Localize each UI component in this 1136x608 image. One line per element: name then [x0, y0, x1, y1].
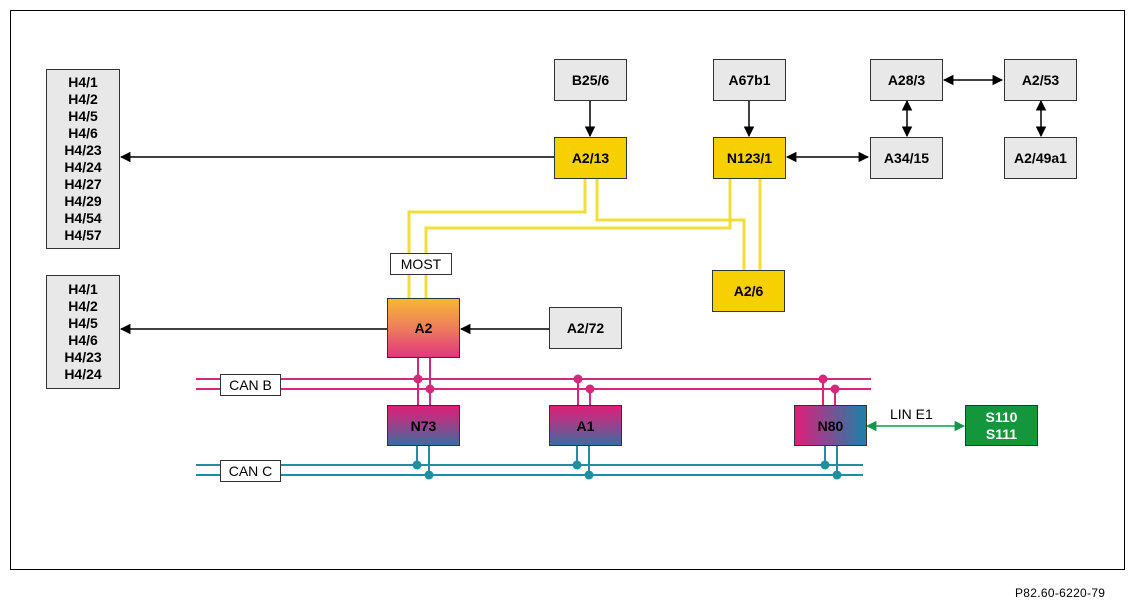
list-item: H4/29 — [64, 193, 102, 209]
most-line-a — [424, 178, 732, 298]
can-c-node — [572, 460, 582, 470]
component-a2: A2 — [387, 298, 460, 358]
list-item: H4/5 — [68, 108, 98, 124]
figure-reference: P82.60-6220-79 — [1015, 586, 1106, 600]
list-item: H4/23 — [64, 349, 102, 365]
component-s110: S110 — [985, 408, 1018, 425]
list-item: H4/57 — [64, 227, 102, 243]
component-a2-13: A2/13 — [554, 137, 627, 179]
list-item: H4/1 — [68, 281, 98, 297]
most-bus-label: MOST — [390, 253, 452, 275]
can-b-node — [818, 374, 828, 384]
can-b-node — [573, 374, 583, 384]
can-b-node — [413, 374, 423, 384]
list-item: H4/6 — [68, 332, 98, 348]
component-b25-6: B25/6 — [554, 59, 627, 101]
output-list-upper: H4/1 H4/2 H4/5 H4/6 H4/23 H4/24 H4/27 H4… — [46, 69, 120, 249]
lin-e1-label: LIN E1 — [890, 406, 933, 422]
list-item: H4/2 — [68, 91, 98, 107]
can-c-node — [584, 470, 594, 480]
can-c-label: CAN C — [220, 460, 281, 482]
can-b-node — [425, 384, 435, 394]
component-n73: N73 — [387, 405, 460, 446]
output-list-lower: H4/1 H4/2 H4/5 H4/6 H4/23 H4/24 — [46, 275, 120, 389]
can-b-node — [830, 384, 840, 394]
component-a2-72: A2/72 — [549, 307, 622, 349]
list-item: H4/23 — [64, 142, 102, 158]
component-a34-15: A34/15 — [870, 137, 943, 179]
list-item: H4/24 — [64, 366, 102, 382]
can-b-node — [585, 384, 595, 394]
component-n80: N80 — [794, 405, 867, 446]
list-item: H4/27 — [64, 176, 102, 192]
list-item: H4/2 — [68, 298, 98, 314]
component-a2-6: A2/6 — [712, 270, 785, 312]
most-bus — [407, 178, 762, 298]
list-item: H4/5 — [68, 315, 98, 331]
component-a2-49a1: A2/49a1 — [1004, 137, 1077, 179]
signal-arrows — [119, 74, 1047, 335]
component-s111: S111 — [985, 425, 1018, 442]
can-c-node — [820, 460, 830, 470]
component-a67b1: A67b1 — [713, 59, 786, 101]
component-a2-53: A2/53 — [1004, 59, 1077, 101]
list-item: H4/1 — [68, 74, 98, 90]
component-a1: A1 — [549, 405, 622, 446]
list-item: H4/24 — [64, 159, 102, 175]
can-b-bus — [196, 358, 871, 405]
can-c-node — [424, 470, 434, 480]
can-b-label: CAN B — [220, 374, 281, 396]
component-s110-s111: S110 S111 — [965, 405, 1038, 446]
component-a28-3: A28/3 — [870, 59, 943, 101]
most-line-outer — [407, 178, 587, 298]
list-item: H4/6 — [68, 125, 98, 141]
can-c-node — [832, 470, 842, 480]
most-line-inner — [595, 178, 746, 270]
diagram-frame — [10, 10, 1125, 570]
can-c-bus — [196, 446, 863, 480]
list-item: H4/54 — [64, 210, 102, 226]
component-n123-1: N123/1 — [713, 137, 786, 179]
can-c-node — [412, 460, 422, 470]
